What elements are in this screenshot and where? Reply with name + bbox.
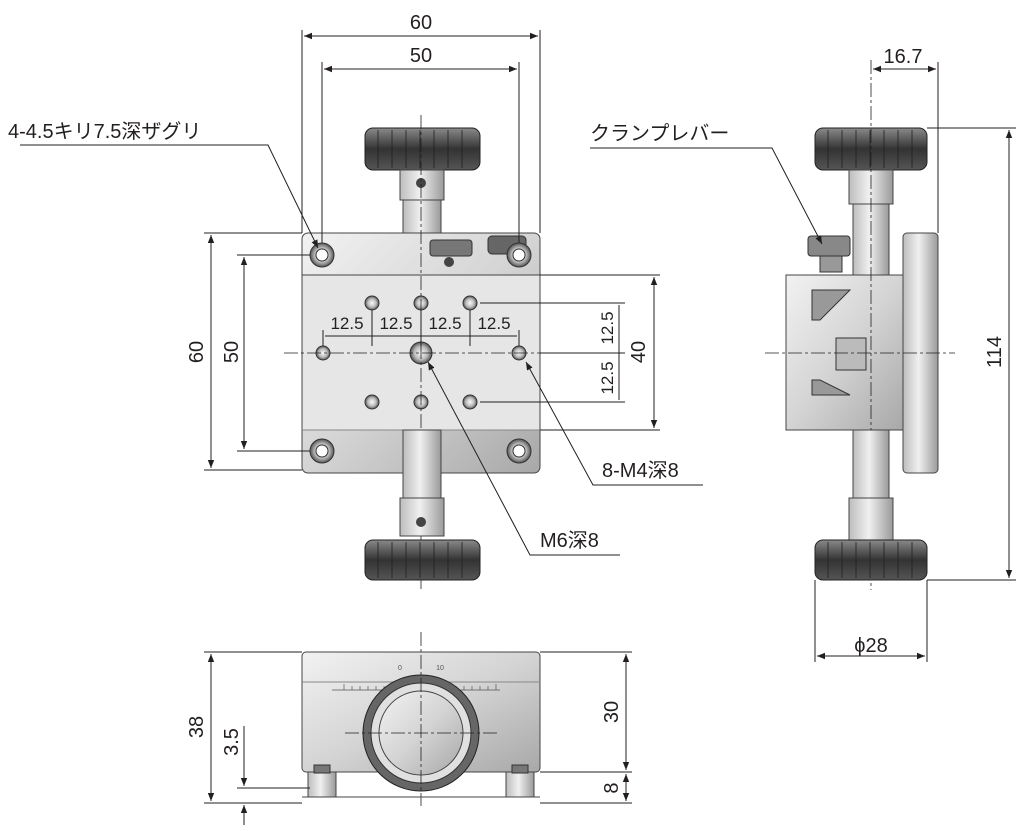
side-view: 16.7 114 ϕ28 クランプレバー [590,46,1016,662]
dim-front-3-5: 3.5 [221,728,243,756]
top-view: 60 50 60 50 12.5 12.5 12.5 12.5 12.5 12 [8,12,703,590]
clamp-lever-top [429,239,473,257]
top-knob [364,127,481,171]
bottom-knob-collar [399,497,445,537]
dim-pitch-v2: 12.5 [598,361,617,394]
counterbore-holes [309,242,532,464]
dim-pitch-h4: 12.5 [477,314,510,333]
dim-pitch-h3: 12.5 [428,314,461,333]
dim-side-16-7: 16.7 [884,46,923,68]
bottom-knob [364,539,481,581]
note-counterbore: 4-4.5キリ7.5深ザグリ [8,120,201,143]
front-foot-left [307,771,337,798]
note-m4-holes: 8-M4深8 [602,459,679,482]
dim-front-38: 38 [186,716,208,738]
clamp-lever-side [807,235,851,257]
dim-pitch-v1: 12.5 [598,311,617,344]
dim-knob-diameter: ϕ28 [854,635,887,657]
dim-left-50: 50 [221,341,243,363]
scale-tick-0: 0 [398,665,402,672]
side-bottom-knob [814,539,928,581]
scale-tick-10: 10 [436,665,444,672]
front-foot-right [505,771,535,798]
dim-left-60: 60 [186,341,208,363]
dim-front-30: 30 [601,701,623,723]
dim-pitch-h2: 12.5 [379,314,412,333]
dim-pitch-h1: 12.5 [330,314,363,333]
dim-span-40: 40 [628,341,650,363]
dim-top-60: 60 [410,12,432,34]
bottom-shaft [402,429,442,499]
note-m6-hole: M6深8 [540,529,599,552]
dim-side-114: 114 [984,336,1006,368]
dim-front-8: 8 [601,782,623,793]
dim-top-50: 50 [410,45,432,67]
front-view: 0 10 38 3.5 30 8 [186,632,632,825]
note-clamp-lever: クランプレバー [590,122,729,145]
